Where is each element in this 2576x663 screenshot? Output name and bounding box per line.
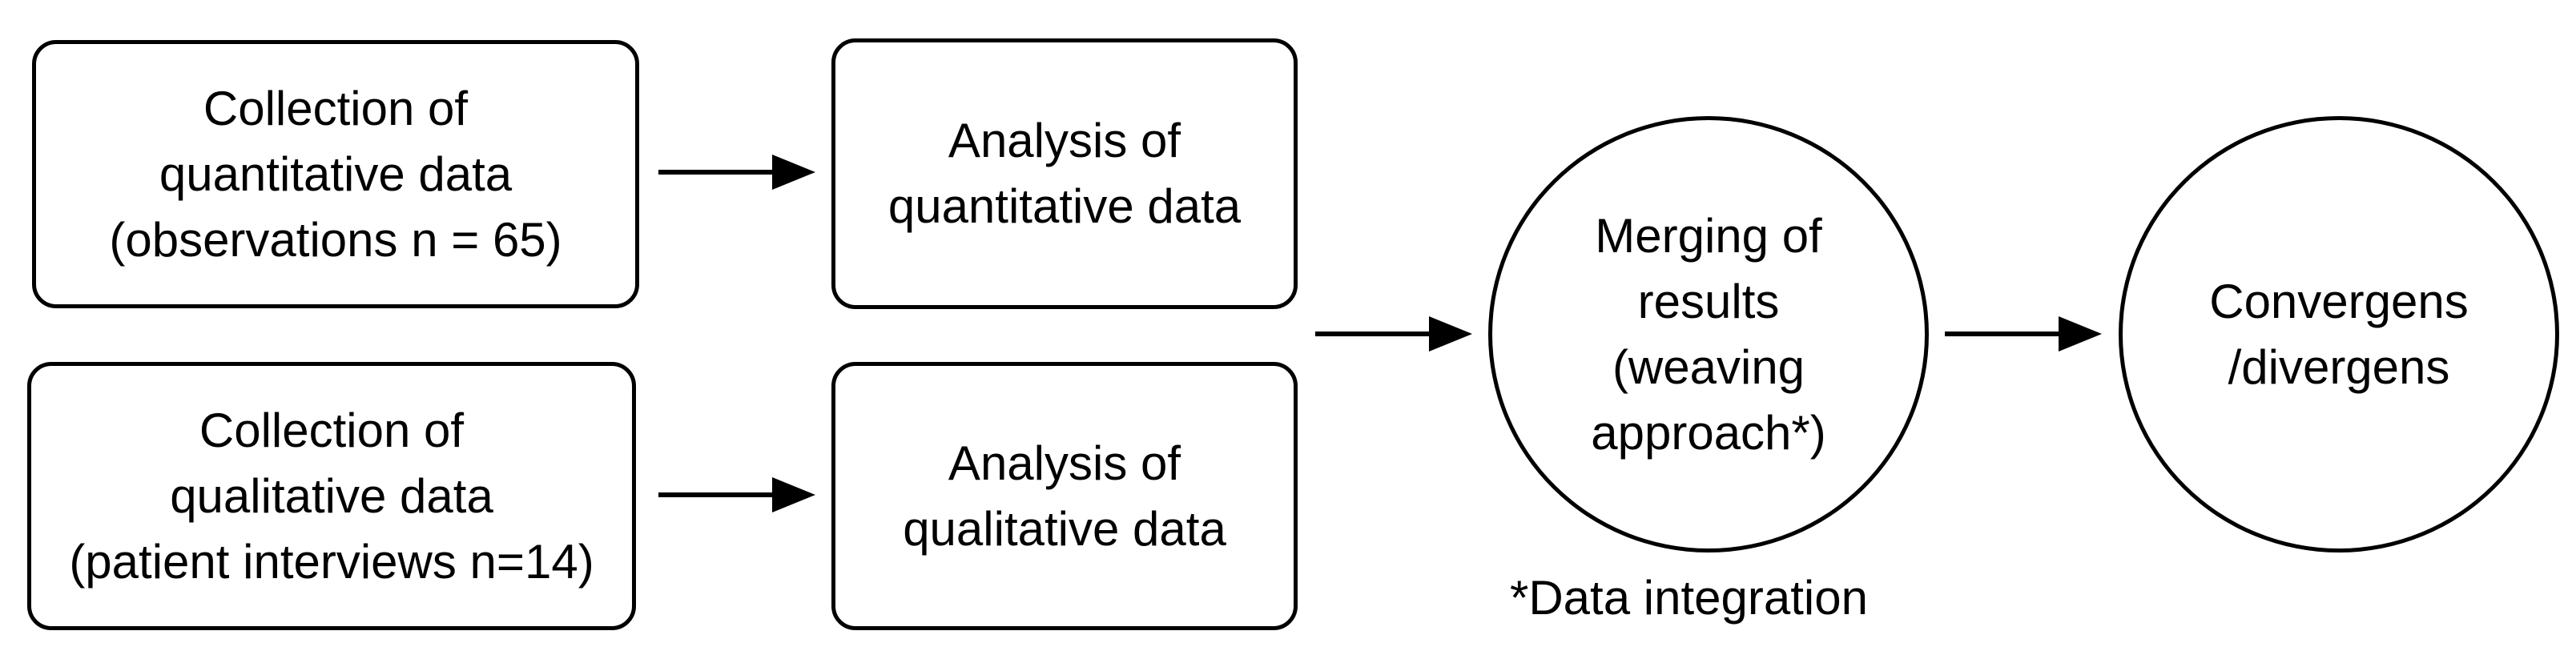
collect-qualitative-box: Collection of qualitative data (patient … [27,362,636,630]
merge-results-circle: Merging of results (weaving approach*) [1488,116,1929,552]
analyze-qualitative-box: Analysis of qualitative data [831,362,1298,630]
collect-quantitative-box: Collection of quantitative data (observa… [32,40,639,308]
collect-quantitative-label: Collection of quantitative data (observa… [109,81,562,267]
analyze-qualitative-label: Analysis of qualitative data [903,436,1226,556]
merge-results-label: Merging of results (weaving approach*) [1591,208,1826,460]
convergence-divergence-label: Convergens /divergens [2209,274,2469,394]
arrow-merge-to-outcome [1945,316,2102,352]
analyze-quantitative-label: Analysis of quantitative data [888,114,1242,233]
data-integration-footnote: *Data integration [1510,571,1868,625]
arrow-collect-to-analyze-quant [658,155,815,190]
convergence-divergence-circle: Convergens /divergens [2119,116,2559,552]
collect-qualitative-label: Collection of qualitative data (patient … [69,403,594,589]
arrow-analysis-to-merge [1315,316,1472,352]
arrow-collect-to-analyze-qual [658,477,815,512]
analyze-quantitative-box: Analysis of quantitative data [831,38,1298,309]
